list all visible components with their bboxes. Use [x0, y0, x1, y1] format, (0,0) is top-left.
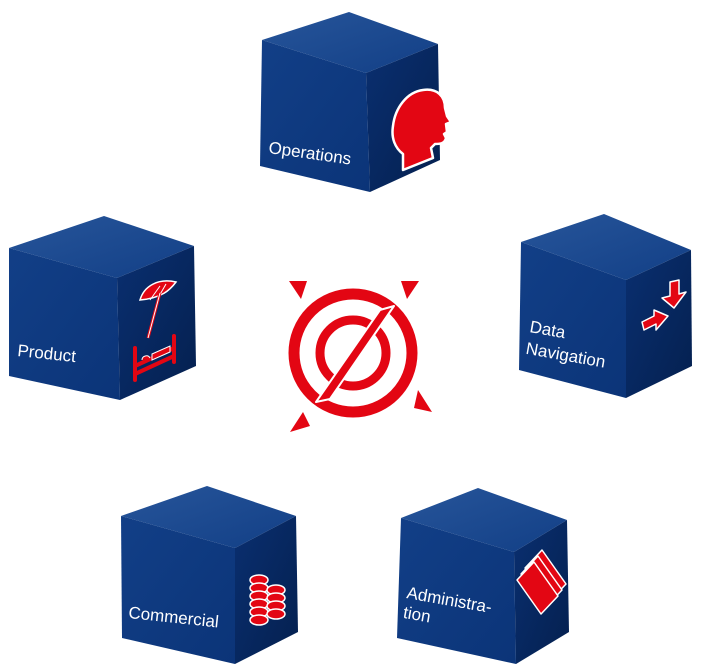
coin-stacks-icon [249, 574, 286, 626]
cube-commercial[interactable]: Commercial [121, 486, 298, 664]
cube-front-face [121, 516, 235, 664]
cube-front-face [397, 518, 516, 664]
cube-administration[interactable]: Administra- tion [397, 488, 569, 664]
cube-front-face [9, 248, 120, 400]
cube-data-navigation[interactable]: Data Navigation [519, 214, 692, 398]
cube-top-face [521, 214, 691, 280]
cube-product[interactable]: Product [9, 216, 196, 400]
corner-marker [414, 390, 432, 412]
corner-marker [401, 281, 419, 299]
cube-top-face [401, 488, 567, 552]
compass-ring [288, 288, 418, 418]
cube-front-face [260, 40, 370, 192]
cube-top-face [121, 486, 296, 548]
cube-top-face [9, 216, 194, 278]
compass-emblem-icon [288, 281, 432, 432]
head-profile-icon [391, 88, 453, 172]
compass-inner-ring [315, 315, 391, 391]
umbrella-bed-icon [133, 280, 178, 382]
documents-icon [516, 549, 567, 615]
label-line: tion [402, 603, 432, 626]
corner-marker [289, 281, 307, 299]
compass-needle [315, 305, 395, 403]
cube-front-face [519, 242, 626, 398]
corner-marker [290, 412, 310, 432]
cube-operations[interactable]: Operations [260, 12, 453, 192]
arrows-icon [641, 279, 687, 331]
cube-top-face [262, 12, 438, 73]
